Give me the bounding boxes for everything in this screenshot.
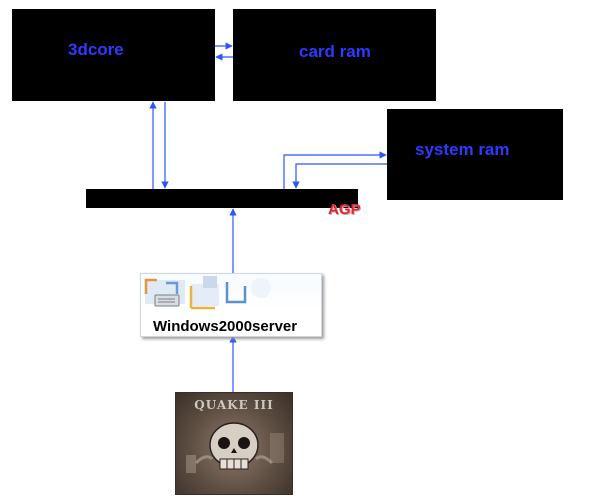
quake3-node: QUAKE III bbox=[175, 392, 293, 495]
agp-bus-bar bbox=[86, 189, 358, 208]
arrow-sysram-to-agp bbox=[292, 163, 387, 189]
windows2000server-label: Windows2000server bbox=[153, 318, 298, 335]
quake3-logo-text: QUAKE III bbox=[194, 398, 274, 412]
arrow-agp-to-sysram bbox=[283, 151, 387, 189]
node-card-ram: card ram bbox=[233, 9, 436, 101]
node-system-ram-label: system ram bbox=[415, 140, 510, 159]
node-3dcore: 3dcore bbox=[12, 9, 215, 101]
windows-graphic-icon bbox=[144, 276, 271, 310]
node-system-ram: system ram bbox=[387, 109, 563, 200]
node-3dcore-label: 3dcore bbox=[68, 40, 124, 59]
agp-bus-label: AGP bbox=[328, 201, 361, 218]
skull-icon bbox=[186, 422, 284, 473]
windows2000server-node: Windows2000server bbox=[140, 273, 322, 337]
node-card-ram-label: card ram bbox=[299, 42, 371, 61]
